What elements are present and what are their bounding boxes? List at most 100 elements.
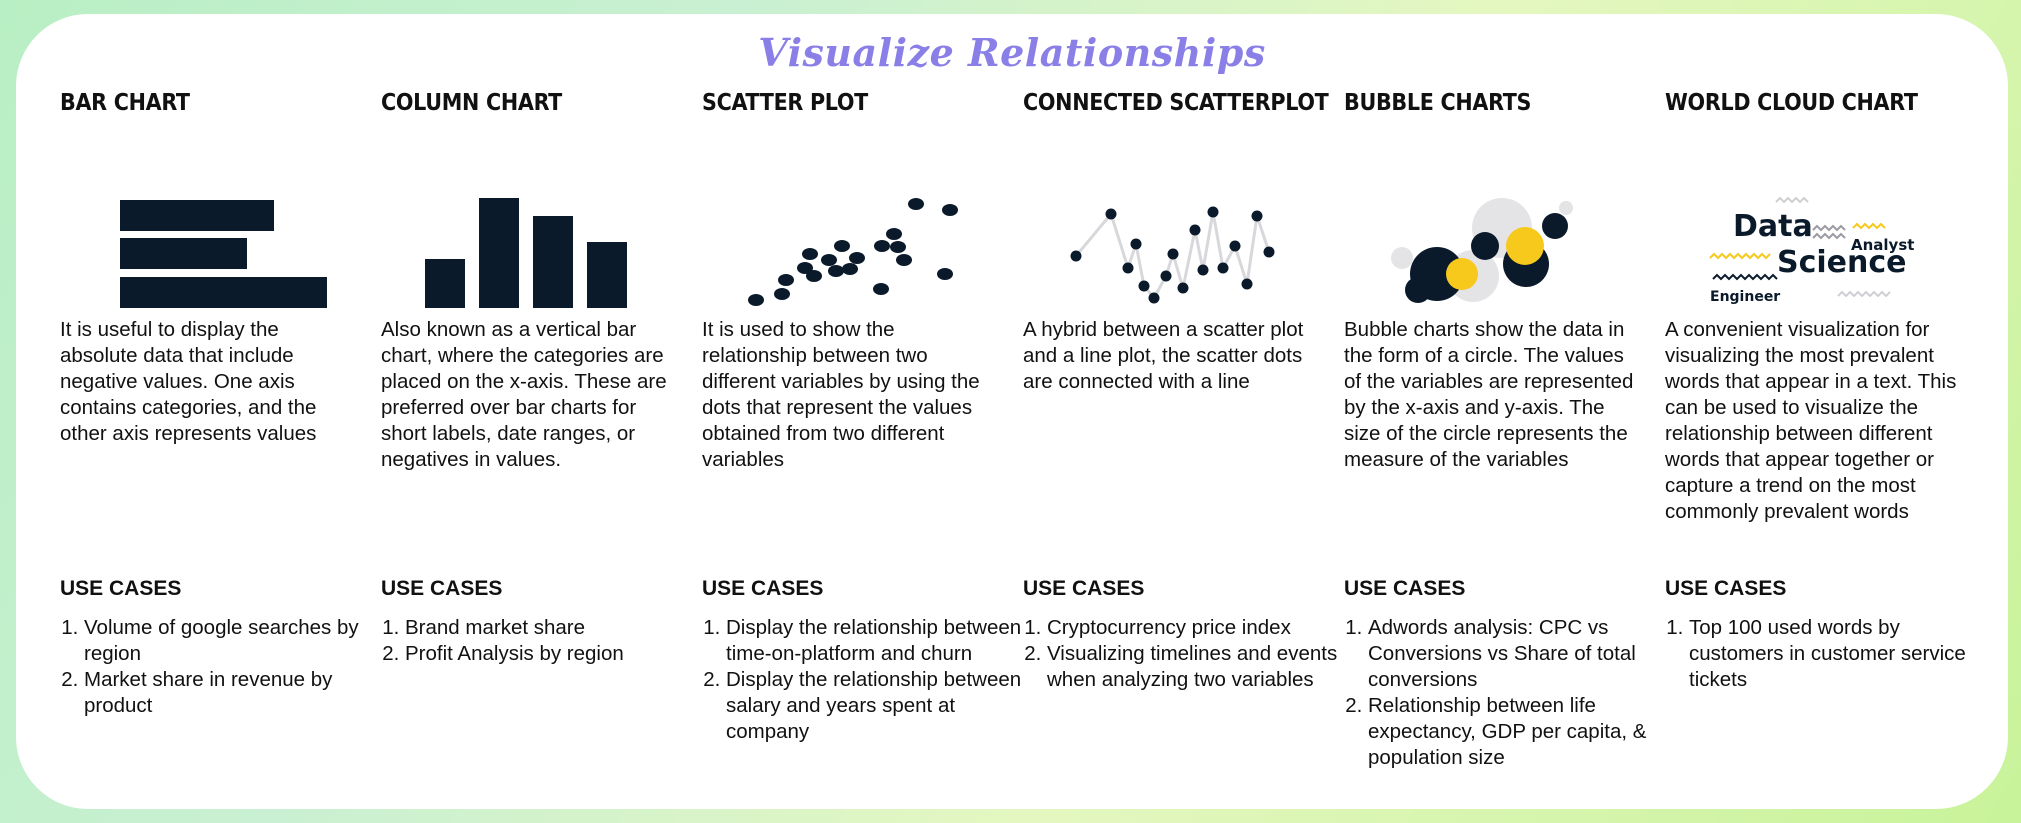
- column-scatter-plot: SCATTER PLOT: [702, 14, 1021, 809]
- bubble-chart-illustration: [1391, 198, 1573, 303]
- bar-3: [120, 277, 327, 308]
- page-title: Visualize Relationships: [758, 30, 1266, 75]
- column-description: Also known as a vertical bar chart, wher…: [381, 318, 667, 471]
- scatter-dot: [748, 294, 764, 306]
- scatter-dot: [937, 268, 953, 280]
- column-bar-2: [479, 198, 519, 308]
- scatter-dot: [908, 198, 924, 210]
- scatter-dot: [842, 263, 858, 275]
- scatter-dot: [821, 254, 837, 266]
- connected-dot: [1130, 238, 1142, 250]
- use-cases-heading: USE CASES: [381, 577, 503, 600]
- word-cloud-illustration: Data Analyst Science Engineer: [1709, 196, 1914, 305]
- scatter-dot: [886, 228, 902, 240]
- bubble-dark: [1405, 277, 1431, 303]
- use-case-item: Brand market share: [405, 615, 705, 641]
- column-title: COLUMN CHART: [381, 90, 562, 116]
- scatter-dot: [873, 283, 889, 295]
- zigzag-decoration: [1709, 252, 1771, 260]
- bubble-dark: [1542, 213, 1568, 239]
- cloud-word-engineer: Engineer: [1710, 289, 1780, 305]
- column-description: It is used to show the relationship betw…: [702, 318, 980, 471]
- column-title: BAR CHART: [60, 90, 190, 116]
- use-cases-heading: USE CASES: [702, 577, 824, 600]
- column-bar-3: [533, 216, 573, 308]
- bubble-yellow: [1446, 258, 1478, 290]
- use-cases-heading: USE CASES: [1023, 577, 1145, 600]
- bar-2: [120, 238, 247, 269]
- zigzag-decoration: [1812, 232, 1846, 240]
- column-column-chart: COLUMN CHART Also known as a vertical ba…: [381, 14, 681, 809]
- bar-chart-illustration: [120, 200, 327, 308]
- column-description: It is useful to display the absolute dat…: [60, 318, 317, 445]
- use-case-item: Display the relationship between time-on…: [726, 615, 1026, 667]
- column-title: WORLD CLOUD CHART: [1665, 90, 1918, 116]
- connected-dot: [1189, 224, 1201, 236]
- use-cases-list: Adwords analysis: CPC vs Conversions vs …: [1344, 615, 1668, 771]
- zigzag-decoration: [1712, 273, 1778, 281]
- connected-dot: [1229, 240, 1241, 252]
- column-connected-scatterplot: CONNECTED SCATTERPLOT: [1023, 14, 1337, 809]
- column-title: SCATTER PLOT: [702, 90, 868, 116]
- use-cases-heading: USE CASES: [1665, 577, 1787, 600]
- zigzag-decoration: [1852, 222, 1886, 230]
- scatter-dot: [834, 240, 850, 252]
- use-case-item: Top 100 used words by customers in custo…: [1689, 615, 1989, 693]
- zigzag-decoration: [1775, 196, 1809, 204]
- connected-dot: [1105, 208, 1117, 220]
- connected-dot: [1138, 280, 1150, 292]
- scatter-dot: [806, 270, 822, 282]
- bar-1: [120, 200, 274, 231]
- cloud-word-data: Data: [1733, 209, 1813, 244]
- column-word-cloud-chart: WORLD CLOUD CHART Data Analyst Science E…: [1665, 14, 1966, 809]
- scatter-dot: [802, 248, 818, 260]
- connected-dot: [1241, 278, 1253, 290]
- column-description: A hybrid between a scatter plot and a li…: [1023, 318, 1304, 393]
- connected-dot: [1160, 270, 1172, 282]
- cloud-word-science: Science: [1777, 245, 1907, 280]
- use-case-item: Volume of google searches by region: [84, 615, 384, 667]
- use-case-item: Display the relationship between salary …: [726, 667, 1026, 745]
- scatter-dot: [890, 241, 906, 253]
- scatter-dot: [828, 265, 844, 277]
- column-description: Bubble charts show the data in the form …: [1344, 318, 1634, 471]
- column-title: CONNECTED SCATTERPLOT: [1023, 90, 1329, 116]
- connected-scatterplot-illustration: [1070, 206, 1275, 304]
- connected-dot: [1177, 282, 1189, 294]
- use-case-item: Adwords analysis: CPC vs Conversions vs …: [1368, 615, 1668, 693]
- use-case-item: Market share in revenue by product: [84, 667, 384, 719]
- scatter-dot: [849, 252, 865, 264]
- column-title: BUBBLE CHARTS: [1344, 90, 1532, 116]
- connected-dot: [1148, 292, 1160, 304]
- use-case-item: Visualizing timelines and events when an…: [1047, 641, 1347, 693]
- use-cases-list: Cryptocurrency price index Visualizing t…: [1023, 615, 1347, 693]
- use-cases-list: Display the relationship between time-on…: [702, 615, 1026, 745]
- scatter-dot: [896, 254, 912, 266]
- column-chart-illustration: [425, 198, 627, 308]
- zigzag-decoration: [1812, 224, 1846, 232]
- scatter-dot: [942, 204, 958, 216]
- scatter-dot: [874, 240, 890, 252]
- scatter-dot: [774, 288, 790, 300]
- use-cases-list: Top 100 used words by customers in custo…: [1665, 615, 1989, 693]
- connected-dot: [1207, 206, 1219, 218]
- connected-dot: [1251, 210, 1263, 222]
- connected-dot: [1167, 248, 1179, 260]
- connected-dot: [1197, 264, 1209, 276]
- cloud-word-analyst: Analyst: [1851, 236, 1914, 254]
- connected-dot: [1263, 246, 1275, 258]
- column-bar-chart: BAR CHART It is useful to display the ab…: [60, 14, 360, 809]
- use-cases-list: Brand market share Profit Analysis by re…: [381, 615, 705, 667]
- connected-dot: [1122, 262, 1134, 274]
- column-bubble-charts: BUBBLE CHARTS Bubble charts show the dat…: [1344, 14, 1646, 809]
- bubble-yellow: [1506, 227, 1544, 265]
- bubble-grey: [1391, 247, 1413, 269]
- use-cases-heading: USE CASES: [60, 577, 182, 600]
- bubble-grey: [1559, 201, 1573, 215]
- scatter-plot-illustration: [748, 198, 958, 306]
- connected-dot: [1217, 262, 1229, 274]
- zigzag-decoration: [1837, 290, 1891, 298]
- use-case-item: Cryptocurrency price index: [1047, 615, 1347, 641]
- column-bar-4: [587, 242, 627, 308]
- column-description: A convenient visualization for visualizi…: [1665, 318, 1957, 523]
